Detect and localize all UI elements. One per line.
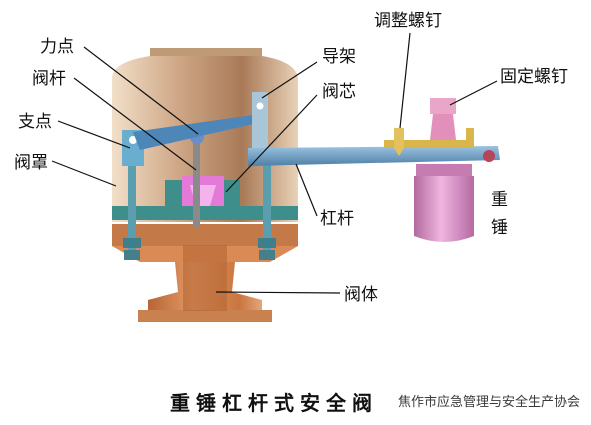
- main-lever: [248, 146, 500, 166]
- label-force-point: 力点: [40, 37, 74, 57]
- label-weight-1: 重: [491, 190, 508, 210]
- diagram-caption: 重锤杠杆式安全阀: [170, 391, 378, 415]
- fulcrum-stud: [123, 150, 141, 260]
- label-lever: 杠杆: [320, 209, 354, 229]
- label-valve-stem: 阀杆: [32, 69, 66, 89]
- heavy-weight: [414, 164, 474, 242]
- lever-pin: [483, 150, 495, 162]
- inner-lever-arm: [133, 114, 262, 150]
- guide-stud: [258, 150, 276, 260]
- adjust-screw: [384, 128, 474, 156]
- base-plate: [112, 206, 298, 220]
- label-valve-cover: 阀罩: [14, 153, 48, 173]
- label-adjust-screw: 调整螺钉: [374, 11, 442, 31]
- valve-core: [165, 176, 240, 208]
- label-weight-2: 锤: [491, 218, 508, 238]
- label-guide-frame: 导架: [322, 47, 356, 67]
- fix-screw: [430, 98, 456, 140]
- leader-lines: [51, 32, 498, 294]
- valve-cover: [112, 48, 298, 222]
- valve-body: [112, 224, 298, 322]
- label-valve-body: 阀体: [344, 285, 378, 305]
- label-fix-screw: 固定螺钉: [500, 67, 568, 87]
- guide-frame: [252, 92, 268, 154]
- label-valve-core: 阀芯: [322, 82, 356, 102]
- label-fulcrum: 支点: [18, 112, 52, 132]
- watermark-text: 焦作市应急管理与安全生产协会: [398, 394, 580, 410]
